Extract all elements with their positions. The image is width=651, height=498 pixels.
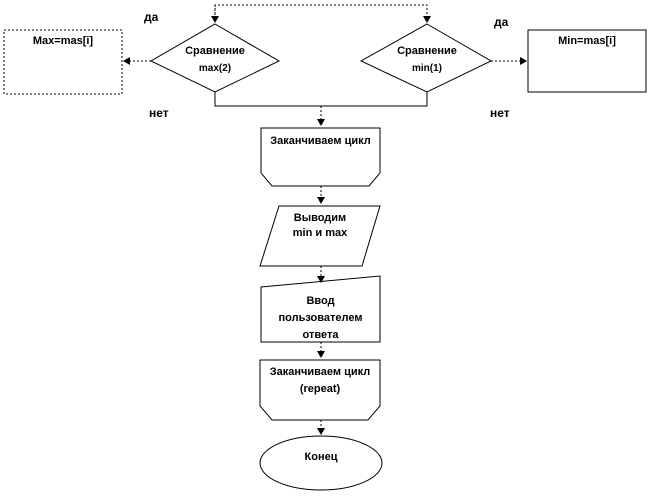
no-branch-merge — [214, 92, 428, 107]
min-assign-label: Min=mas[i] — [558, 35, 616, 47]
end-loop-repeat-shape — [259, 359, 381, 421]
compare-max-label-1: Сравнение — [185, 45, 245, 57]
input-label-2: пользователем — [278, 312, 363, 324]
no-label-left: нет — [149, 106, 169, 120]
max-assign-box — [3, 29, 123, 95]
min-assign-box — [527, 29, 647, 93]
end-loop-shape — [260, 127, 381, 187]
output-label-2: min и max — [292, 227, 348, 239]
compare-min-diamond — [359, 23, 493, 93]
max-assign-label: Max=mas[i] — [32, 35, 94, 47]
output-parallelogram — [259, 205, 381, 267]
end-loop-repeat-label-2: (repeat) — [299, 383, 341, 395]
yes-label-left: да — [144, 10, 159, 24]
compare-min-label-1: Сравнение — [397, 45, 457, 57]
compare-max-diamond — [149, 23, 281, 93]
end-loop-label: Заканчиваем цикл — [270, 135, 371, 147]
yes-label-right: да — [494, 15, 509, 29]
manual-input-shape — [260, 275, 381, 343]
end-terminator — [259, 435, 383, 491]
compare-max-label-2: max(2) — [198, 63, 232, 74]
loop-back-connector — [214, 4, 431, 23]
no-label-right: нет — [490, 106, 510, 120]
input-label-3: ответа — [302, 329, 339, 341]
compare-min-label-2: min(1) — [412, 63, 442, 74]
output-label-1: Выводим — [293, 212, 347, 224]
end-loop-repeat-label-1: Заканчиваем цикл — [269, 366, 371, 378]
end-label: Конец — [304, 451, 338, 463]
input-label-1: Ввод — [306, 295, 335, 307]
